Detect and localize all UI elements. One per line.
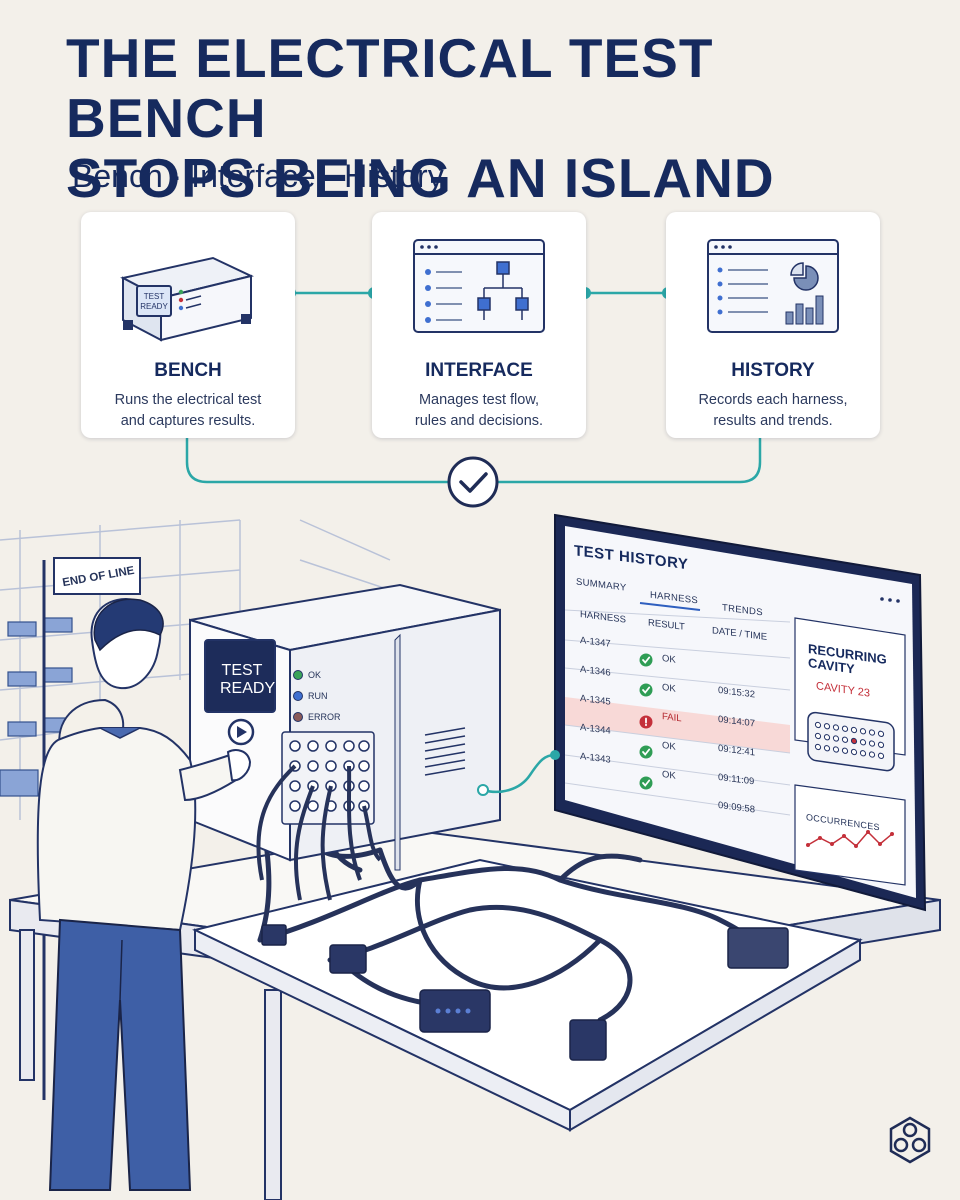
- active-tab-indicator: [639, 602, 701, 611]
- bench-card-screen-line1: TEST: [144, 292, 165, 301]
- row-result: OK: [662, 769, 676, 782]
- card-interface-desc: Manages test flow, rules and decisions.: [382, 390, 576, 432]
- led-label-run: RUN: [308, 691, 328, 701]
- vent-grille: [424, 727, 466, 776]
- page-title: THE ELECTRICAL TEST BENCH STOPS BEING AN…: [66, 28, 926, 208]
- tab-harness[interactable]: HARNESS: [650, 589, 699, 607]
- row-time: 09:12:41: [718, 742, 755, 759]
- col-harness: HARNESS: [580, 608, 626, 626]
- title-line-2: STOPS BEING AN ISLAND: [66, 147, 775, 209]
- subtitle: Bench · Interface · History: [72, 158, 444, 194]
- test-bench-icon: TEST READY: [120, 256, 254, 342]
- check-mark-icon: [642, 748, 651, 756]
- check-mark-icon: [642, 656, 651, 664]
- row-result: OK: [662, 740, 676, 753]
- more-menu-icon: [880, 597, 900, 603]
- led-run: [293, 691, 303, 701]
- card-bench-title: BENCH: [154, 360, 222, 381]
- row-harness: A-1343: [580, 750, 611, 766]
- connector-panel: [281, 731, 375, 825]
- row-time: 09:14:07: [718, 713, 755, 730]
- chart-window-icon: [707, 239, 839, 333]
- led-ok: [293, 670, 303, 680]
- bench-screen-line1: TEST: [221, 662, 263, 679]
- title-line-1: THE ELECTRICAL TEST BENCH: [66, 27, 714, 149]
- check-mark-icon: [642, 779, 651, 787]
- check-circle-icon: [447, 456, 499, 508]
- row-time: 09:15:32: [718, 684, 755, 701]
- bench-cables: [256, 764, 382, 901]
- card-history-desc: Records each harness, results and trends…: [676, 390, 870, 432]
- card-bench-desc-line1: Runs the electrical test: [114, 392, 262, 408]
- card-history: HISTORY Records each harness, results an…: [666, 212, 880, 438]
- row-result: FAIL: [662, 711, 682, 725]
- card-history-title: HISTORY: [731, 360, 815, 381]
- card-interface: INTERFACE Manages test flow, rules and d…: [372, 212, 586, 438]
- col-result: RESULT: [648, 617, 685, 633]
- tab-summary[interactable]: SUMMARY: [576, 576, 627, 594]
- card-bench: TEST READY BENCH Runs the electrical tes…: [81, 212, 295, 438]
- row-result: OK: [662, 653, 676, 666]
- row-time: 09:11:09: [718, 771, 755, 788]
- bench-screen-line2: READY: [220, 680, 276, 697]
- technician-figure: [36, 598, 252, 1191]
- card-interface-desc-line2: rules and decisions.: [414, 413, 544, 429]
- tab-trends[interactable]: TRENDS: [722, 602, 763, 619]
- test-history-panel: TEST HISTORY SUMMARY HARNESS TRENDS HARN…: [572, 542, 802, 870]
- card-history-desc-line2: results and trends.: [713, 413, 833, 429]
- row-harness: A-1345: [580, 692, 611, 708]
- occurrences-sparkline: [807, 830, 893, 848]
- card-interface-title: INTERFACE: [425, 360, 533, 381]
- row-time: 09:09:58: [718, 799, 755, 816]
- row-harness: A-1346: [580, 663, 611, 679]
- led-error: [293, 712, 303, 722]
- harness-connectors: [261, 924, 789, 1061]
- row-harness: A-1347: [580, 634, 611, 650]
- workshop-illustration: [0, 513, 941, 1200]
- card-interface-desc-line1: Manages test flow,: [418, 392, 540, 408]
- card-history-desc-line1: Records each harness,: [698, 392, 848, 408]
- data-link-line: [482, 753, 556, 794]
- led-label-ok: OK: [308, 670, 322, 680]
- flowchart-window-icon: [413, 239, 545, 333]
- row-harness: A-1344: [580, 721, 611, 737]
- bench-card-screen-line2: READY: [140, 302, 168, 311]
- check-mark-icon: [642, 686, 651, 694]
- col-datetime: DATE / TIME: [712, 625, 768, 643]
- card-bench-desc-line2: and captures results.: [120, 413, 256, 429]
- card-bench-desc: Runs the electrical test and captures re…: [91, 390, 285, 432]
- row-result: OK: [662, 682, 676, 695]
- bench-screen: TEST READY: [220, 662, 276, 698]
- flower-logo-icon: [889, 1116, 931, 1164]
- led-label-error: ERROR: [308, 712, 341, 722]
